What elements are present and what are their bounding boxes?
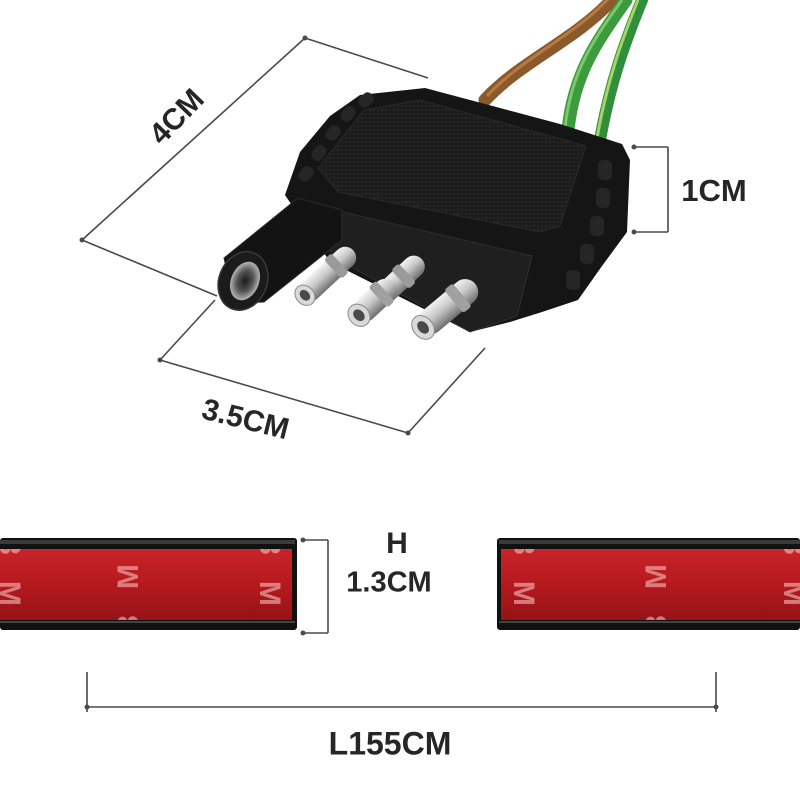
- liner-logo: 3M: [777, 538, 800, 632]
- yellow-green-wire-highlight: [595, 0, 640, 139]
- adhesive-strip-left: 3M 3M 3M: [0, 538, 297, 632]
- strip-right-top-edge: [499, 540, 800, 544]
- strip-left-liner: [0, 549, 292, 620]
- liner-logo: 3M: [507, 538, 540, 632]
- dimension-strip-height: H 1.3CM: [300, 527, 432, 636]
- connector-textured-top: [317, 99, 587, 233]
- liner-logo: 3M: [112, 538, 145, 632]
- connector-wires: [478, 0, 648, 146]
- liner-logo: 3M: [640, 538, 673, 632]
- dimension-strip-length: L155CM: [84, 672, 719, 761]
- connector-left-ridges: [298, 92, 374, 182]
- green-wire: [561, 0, 633, 137]
- liner-logo: 3M: [253, 538, 286, 632]
- adhesive-strip-right: 3M 3M 3M: [497, 538, 800, 632]
- strip-left-bottom-edge: [0, 621, 295, 623]
- connector-right-ridges: [566, 160, 612, 290]
- liner-logo: 3M: [0, 538, 26, 632]
- pin-1: [294, 246, 357, 306]
- dimension-label-h: H: [386, 527, 408, 560]
- pin-2: [347, 278, 398, 327]
- socket-hole: [230, 261, 260, 301]
- dimension-label-4cm: 4CM: [143, 83, 211, 151]
- dimension-label-1cm: 1CM: [681, 173, 746, 208]
- trailer-connector: [217, 88, 630, 340]
- green-wire-highlight: [563, 0, 624, 129]
- strip-right-liner: [501, 549, 800, 620]
- dimension-label-1-3cm: 1.3CM: [346, 567, 431, 599]
- brown-wire: [478, 0, 619, 107]
- strip-right-bottom-edge: [499, 621, 800, 623]
- dimension-label-3-5cm: 3.5CM: [199, 393, 293, 446]
- brown-wire-highlight: [485, 0, 610, 98]
- dimension-label-l155cm: L155CM: [329, 725, 452, 761]
- strip-left-top-edge: [0, 540, 295, 544]
- dimension-1cm: 1CM: [631, 144, 747, 235]
- yellow-green-wire: [594, 0, 648, 146]
- pin-3: [411, 279, 479, 340]
